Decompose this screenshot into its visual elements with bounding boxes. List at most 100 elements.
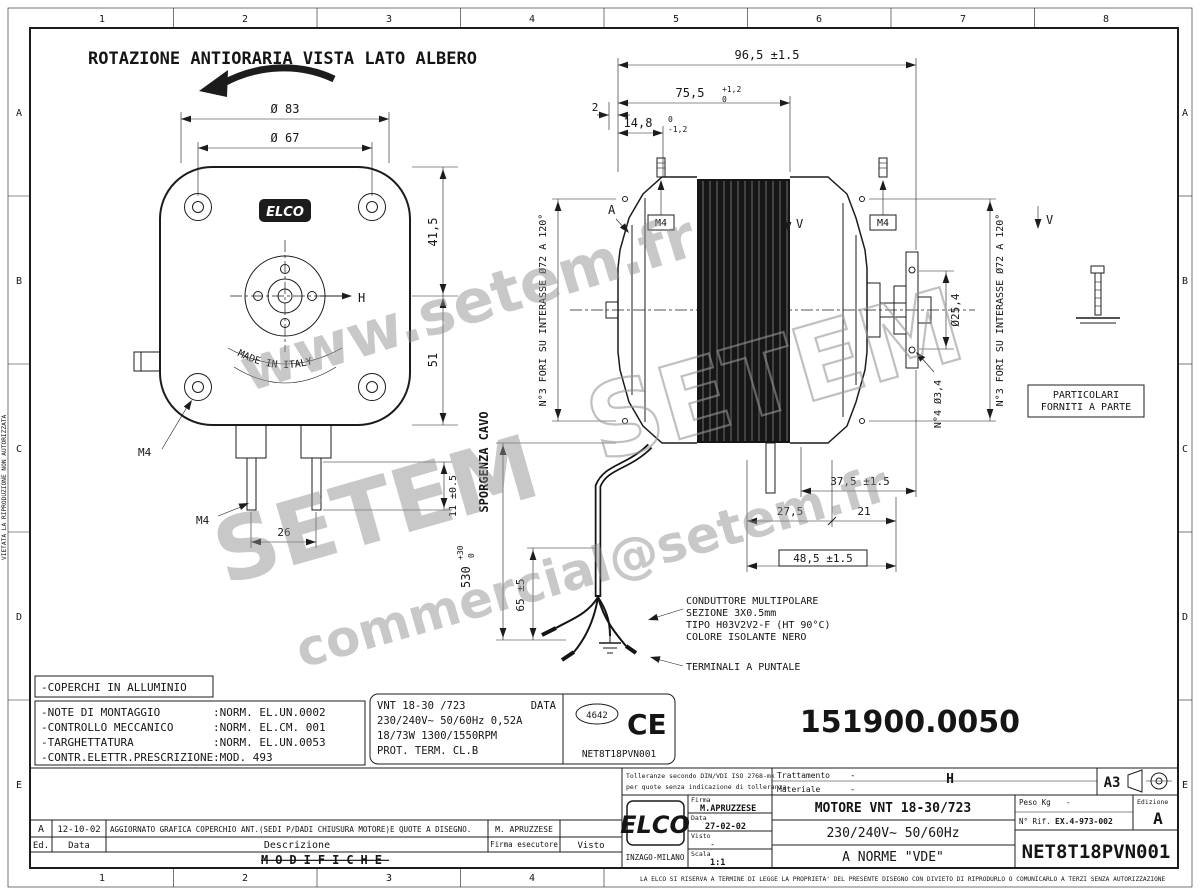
side-view: [541, 157, 975, 662]
col-label: 3: [386, 14, 392, 25]
projection-symbol-icon: [1127, 769, 1172, 793]
drawing-subtitle-voltage: 230/240V~ 50/60Hz: [826, 826, 959, 841]
dim-14-8-tol-dn: -1,2: [668, 125, 687, 134]
note-fori-left: N°3 FORI SU INTERASSE Ø72 A 120°: [537, 214, 549, 407]
note-row2-value: :NORM. EL.CM. 001: [213, 721, 326, 734]
col-label: 6: [816, 14, 822, 25]
plate-protection: PROT. TERM. CL.B: [377, 745, 478, 757]
dim-75-5-tol-up: +1,2: [722, 85, 741, 94]
dim-14-8: 14,8: [624, 116, 653, 130]
dim-dia25-4: Ø25,4: [949, 293, 962, 326]
visto-value: -: [710, 840, 715, 850]
col-label: 5: [673, 14, 679, 25]
h-view-label: H: [358, 291, 365, 305]
col-label: 2: [242, 14, 248, 25]
row-label: D: [1182, 612, 1188, 623]
note-n4-holes: N°4 Ø3,4: [932, 380, 944, 428]
dim-96-5: 96,5 ±1.5: [734, 48, 799, 62]
svg-text:530: 530: [459, 566, 473, 588]
dim-21: 21: [857, 505, 870, 518]
row-label: E: [16, 780, 22, 791]
copyright-note: LA ELCO SI RISERVA A TERMINE DI LEGGE LA…: [640, 876, 1166, 883]
rif-label: N° Rif.: [1019, 817, 1051, 826]
dim-2: 2: [592, 101, 599, 114]
dim-m4-bottom: M4: [196, 514, 210, 527]
materiale-label: Materiale: [777, 785, 821, 794]
view-v-label-2: V: [1046, 213, 1053, 227]
elco-logo: ELCO: [620, 811, 690, 839]
svg-text:+30: +30: [456, 545, 465, 560]
rev-firma: M. APRUZZESE: [495, 825, 553, 834]
data-plate: VNT 18-30 /723 DATA 230/240V~ 50/60Hz 0,…: [369, 693, 676, 765]
plate-code: NET8T18PVN001: [582, 749, 657, 760]
note-row1-label: -NOTE DI MONTAGGIO: [41, 706, 160, 719]
elco-badge: [259, 199, 311, 222]
conduttore-line3: TIPO H03V2V2-F (HT 90°C): [686, 620, 831, 631]
row-label: A: [1182, 108, 1188, 119]
dim-65: 65 ±5: [514, 578, 527, 611]
edizione-label: Edizione: [1137, 798, 1168, 806]
tolerance-note-1: Tolleranze secondo DIN/VDI ISO 2768-mk: [626, 772, 775, 780]
scala-label: Scala: [691, 850, 711, 858]
dim-75-5: 75,5: [676, 86, 705, 100]
dim-14-8-tol-up: 0: [668, 115, 673, 124]
rif-value: EX.4-973-002: [1055, 817, 1113, 826]
note-row3-value: :NORM. EL.UN.0053: [213, 736, 326, 749]
particolari-line1: PARTICOLARI: [1053, 390, 1119, 401]
rotation-arrowhead-icon: [199, 70, 228, 97]
conduttore-line1: CONDUTTORE MULTIPOLARE: [686, 596, 818, 607]
col-label: 3: [386, 873, 392, 884]
firma-label: Firma: [691, 796, 711, 804]
trattamento-label: Trattamento: [777, 771, 830, 780]
dim-37-5: 37,5 ±1.5: [830, 475, 890, 488]
row-label: D: [16, 612, 22, 623]
sheet-frame: 1 2 3 4 5 6 7 8 1 2 3 4 LA ELCO SI RISER…: [1, 7, 1193, 888]
cert-number: 4642: [586, 711, 608, 721]
hardness-mark: H: [946, 772, 954, 787]
dim-75-5-tol-dn: 0: [722, 95, 727, 104]
visto-label: Visto: [691, 832, 711, 840]
row-label: C: [1182, 444, 1188, 455]
rotation-note: ROTAZIONE ANTIORARIA VISTA LATO ALBERO: [88, 49, 477, 69]
section-a-label: A: [608, 203, 616, 217]
side-view-dimensions: 96,5 ±1.5 75,5 +1,2 0 14,8 0 -1,2 2 M4 M…: [456, 48, 1053, 641]
col-label: 1: [99, 873, 105, 884]
elco-badge-label: ELCO: [266, 205, 304, 220]
dim-27-5: 27,5: [777, 505, 804, 518]
ground-symbol-icon: [599, 636, 621, 654]
scala-value: 1:1: [710, 858, 725, 868]
note-fori-right: N°3 FORI SU INTERASSE Ø72 A 120°: [994, 214, 1006, 407]
ce-mark-icon: CE: [627, 708, 667, 741]
rotation-heading: ROTAZIONE ANTIORARIA VISTA LATO ALBERO: [88, 49, 477, 97]
terminali-note: TERMINALI A PUNTALE: [686, 662, 800, 673]
note-row1-value: :NORM. EL.UN.0002: [213, 706, 326, 719]
conduttore-line2: SEZIONE 3X0.5mm: [686, 608, 776, 619]
front-view-dimensions: Ø 83 Ø 67 41,5 51 M4 M4 26 11 ±0.5: [138, 102, 459, 548]
note-row2-label: -CONTROLLO MECCANICO: [41, 721, 173, 734]
dim-26: 26: [277, 526, 290, 539]
col-label: 2: [242, 873, 248, 884]
rev-date: 12-10-02: [57, 825, 100, 835]
dim-11: 11 ±0.5: [448, 475, 459, 517]
plate-data-label: DATA: [531, 700, 557, 712]
drawing-title: MOTORE VNT 18-30/723: [815, 801, 972, 816]
rev-description: AGGIORNATO GRAFICA COPERCHIO ANT.(SEDI P…: [110, 825, 471, 834]
rev-header-firma: Firma esecutore: [490, 840, 558, 849]
dim-48-5: 48,5 ±1.5: [793, 552, 853, 565]
dim-41-5: 41,5: [426, 218, 440, 247]
dim-51: 51: [426, 353, 440, 367]
dim-m4-left: M4: [138, 446, 152, 459]
plate-model: VNT 18-30 /723: [377, 700, 466, 712]
peso-value: -: [1066, 798, 1071, 807]
drawing-code: NET8T18PVN001: [1022, 841, 1171, 863]
dim-530: 530 +30 0: [456, 545, 476, 588]
edizione-value: A: [1153, 809, 1163, 828]
conduttore-line4: COLORE ISOLANTE NERO: [686, 632, 806, 643]
rev-header-visto: Visto: [577, 841, 604, 851]
data-label: Data: [691, 814, 707, 822]
dim-m4-rear: M4: [877, 218, 889, 229]
view-v-label: V: [796, 217, 803, 231]
dim-dia67: Ø 67: [271, 131, 300, 145]
